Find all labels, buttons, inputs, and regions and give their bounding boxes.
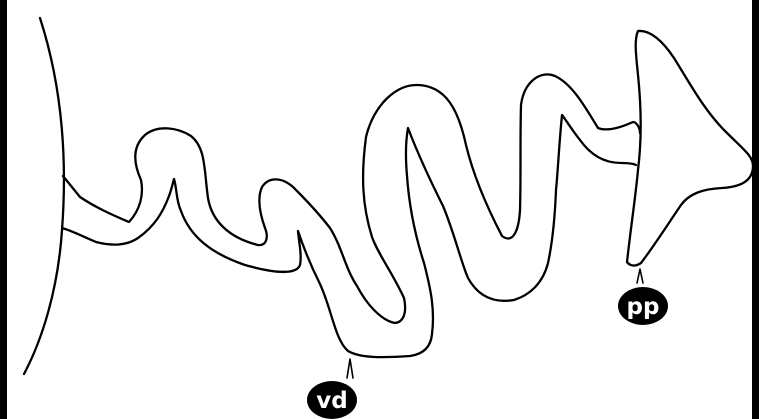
pp-label-badge: pp bbox=[618, 287, 668, 325]
vd-label-text: vd bbox=[316, 388, 347, 414]
pp-label-text: pp bbox=[627, 294, 660, 320]
vd-label-badge: vd bbox=[307, 381, 357, 419]
